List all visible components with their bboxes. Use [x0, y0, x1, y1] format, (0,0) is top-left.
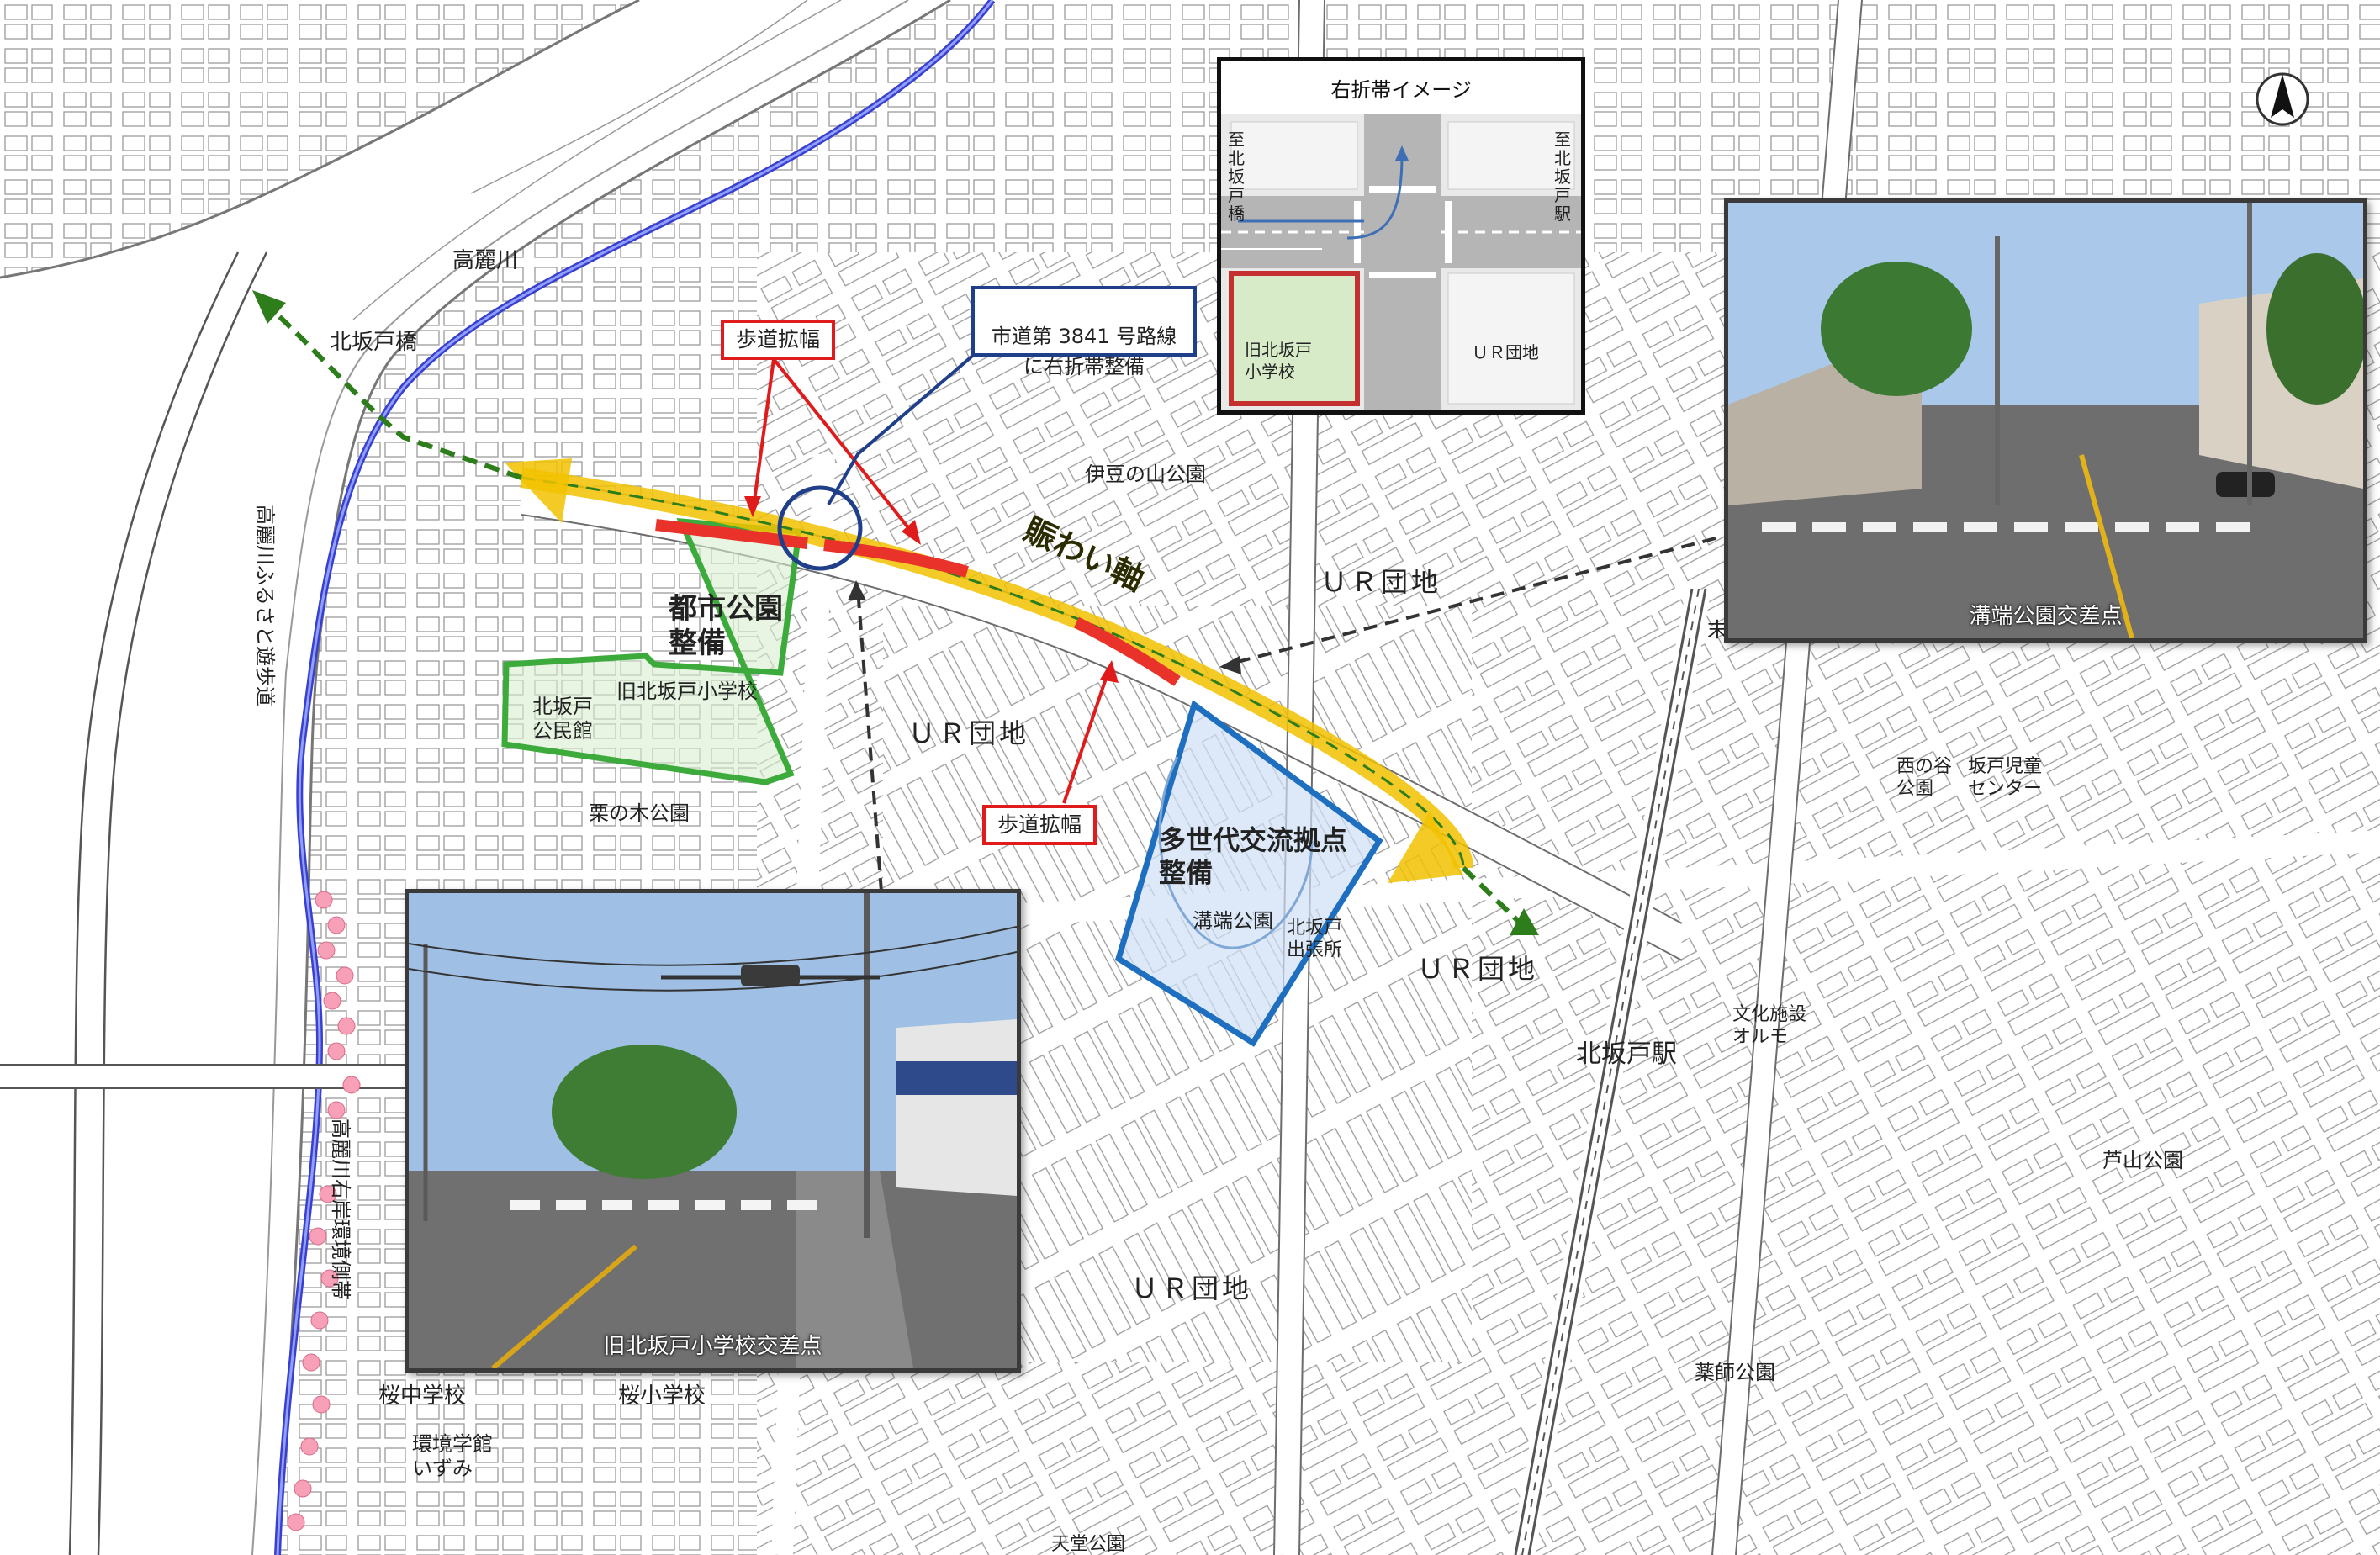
photo1-pointer: [1227, 537, 1716, 666]
label-nishinoya-park: 西の谷公園: [1896, 756, 1952, 799]
extension-arrow-west: [252, 290, 286, 324]
railway: [1510, 586, 1711, 1555]
callout-right-turn: 市道第 3841 号路線 に右折帯整備: [971, 286, 1197, 378]
river-area: [0, 0, 951, 1555]
label-yakushi-park: 薬師公園: [1695, 1361, 1775, 1384]
label-ur-1: ＵＲ団地: [1320, 566, 1441, 598]
label-ur-4: ＵＲ団地: [1131, 1272, 1252, 1304]
photo2-pointer: [856, 588, 883, 892]
photo1-pointer-head: [1219, 656, 1241, 674]
photo2-pointer-head: [848, 580, 866, 600]
label-bridge: 北坂戸橋: [330, 330, 417, 355]
inset-title: 右折帯イメージ: [1330, 78, 1472, 102]
extension-to-bridge: [267, 304, 522, 480]
inset-right-turn-image: 右折帯イメージ 至北坂戸橋 至北坂戸駅 旧北坂戸 小学校 ＵＲ団地: [1217, 57, 1585, 415]
label-izu-park: 伊豆の山公園: [1085, 463, 1206, 486]
label-embankment: 高麗川右岸環境側帯: [329, 1119, 352, 1300]
label-community-hall: 北坂戸公民館: [532, 695, 593, 743]
sidewalk-segment-3: [1073, 616, 1181, 686]
inset-ur-label: ＵＲ団地: [1472, 342, 1539, 362]
inset-right-direction: 至北坂戸駅: [1554, 130, 1571, 224]
extension-arrow-east: [1510, 908, 1539, 935]
label-mizobata-park: 溝端公園: [1193, 909, 1273, 933]
intersection-circle: [777, 485, 863, 571]
cherry-blossoms: [287, 891, 361, 1531]
callout-sidewalk-1-text: 歩道拡幅: [735, 327, 820, 352]
label-kurinoki-park: 栗の木公園: [589, 801, 690, 825]
hub-park-path: [1158, 756, 1314, 949]
label-river: 高麗川: [452, 248, 518, 273]
label-tendo-park: 天堂公園: [1051, 1534, 1125, 1555]
label-toshi-park: 都市公園整備: [668, 592, 783, 660]
label-station: 北坂戸駅: [1576, 1039, 1677, 1069]
callout-red-arrowheads: [744, 496, 1119, 683]
multi-generation-hub-area: [1114, 700, 1383, 1047]
photo-old-school-intersection: 旧北坂戸小学校交差点: [405, 889, 1021, 1373]
callout-sidewalk-2-text: 歩道拡幅: [997, 812, 1082, 837]
label-old-school: 旧北坂戸小学校: [616, 680, 758, 703]
inset-left-direction: 至北坂戸橋: [1228, 130, 1245, 224]
label-sakura-jhs: 桜中学校: [378, 1383, 466, 1409]
photo-mizobata-intersection: 溝端公園交差点: [1724, 198, 2367, 643]
label-culture: 文化施設オルモ: [1732, 1004, 1806, 1047]
photo1-caption: 溝端公園交差点: [1969, 604, 2123, 629]
label-kankyo: 環境学館いずみ: [412, 1432, 493, 1480]
callout-right-turn-text: 市道第 3841 号路線 に右折帯整備: [991, 325, 1177, 378]
axis-arrow-west: [505, 458, 572, 523]
north-arrow-icon: [2256, 72, 2309, 126]
label-river-path: 高麗川ふるさと遊歩道: [253, 505, 277, 706]
label-ur-3: ＵＲ団地: [1417, 953, 1538, 985]
callout-blue-line: [827, 352, 977, 506]
callout-sidewalk-1: 歩道拡幅: [721, 320, 835, 360]
city-park-area: [501, 518, 802, 785]
callout-sidewalk-2: 歩道拡幅: [982, 805, 1097, 845]
nigiwai-axis-center: [521, 476, 1465, 869]
sidewalk-segment-2: [823, 539, 969, 578]
label-ashiyama-park: 芦山公園: [2102, 1149, 2183, 1172]
river-line-inner: [276, 0, 994, 1555]
label-branch-office: 北坂戸出張所: [1287, 918, 1342, 960]
callout-red-lines: [751, 357, 1112, 804]
label-sakura-es: 桜小学校: [618, 1383, 706, 1409]
label-tasedai: 多世代交流拠点整備: [1159, 824, 1347, 888]
label-children-center: 坂戸児童センター: [1968, 756, 2042, 799]
label-ur-2: ＵＲ団地: [908, 717, 1029, 749]
extension-to-station: [1461, 865, 1525, 928]
axis-arrow-east: [1388, 812, 1463, 883]
photo2-caption: 旧北坂戸小学校交差点: [603, 1334, 822, 1359]
inset-school-label: 旧北坂戸 小学校: [1245, 340, 1312, 382]
sidewalk-segment-1: [655, 519, 808, 549]
